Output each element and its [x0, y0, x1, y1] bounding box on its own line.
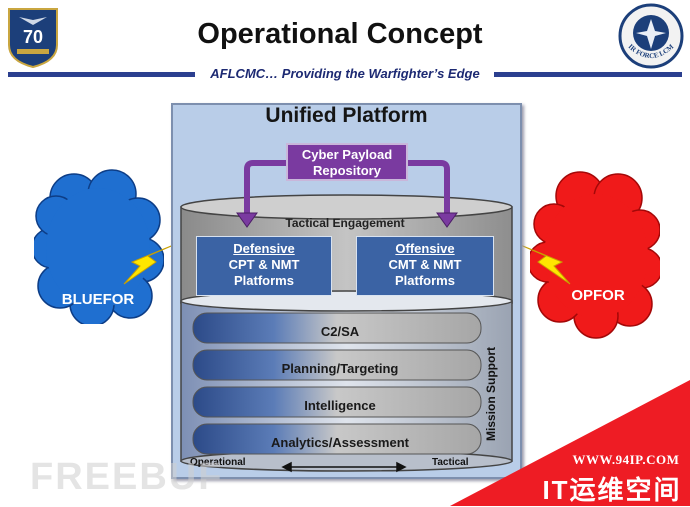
offensive-platforms-box: Offensive CMT & NMT Platforms	[356, 236, 494, 296]
opfor-label: OPFOR	[571, 287, 625, 304]
red-corner-banner	[450, 380, 690, 506]
tactical-engagement-label: Tactical Engagement	[285, 216, 405, 230]
offensive-line-2: CMT & NMT	[388, 257, 462, 272]
layer-analytics-assessment: Analytics/Assessment	[270, 435, 409, 450]
opfor-cloud	[530, 171, 660, 339]
watermark-url: WWW.94IP.COM	[572, 452, 680, 467]
cyber-payload-repository-box: Cyber Payload Repository	[286, 143, 408, 181]
arrow-head-defensive-icon	[236, 212, 258, 228]
lightning-bolt-right-icon	[517, 243, 571, 285]
page-subtitle: AFLCMC… Providing the Warfighter’s Edge	[210, 66, 480, 81]
unified-platform-title: Unified Platform	[265, 104, 428, 127]
lightning-bolt-left-icon	[123, 243, 177, 285]
page-title: Operational Concept	[197, 18, 483, 50]
header-rule-left	[8, 72, 195, 77]
freebuf-watermark: FREEBUF	[30, 456, 224, 498]
platform-diagram	[180, 160, 513, 473]
cyber-line-1: Cyber Payload	[301, 147, 393, 162]
defensive-line-2: CPT & NMT	[228, 257, 300, 272]
defensive-platforms-box: Defensive CPT & NMT Platforms	[196, 236, 332, 296]
watermark-site: IT运维空间	[542, 475, 682, 505]
mission-support-layers	[192, 312, 482, 455]
anniversary-logo-icon: 70	[8, 8, 58, 69]
defensive-heading: Defensive	[233, 241, 295, 256]
cyber-line-2: Repository	[313, 163, 381, 178]
air-force-lcmc-seal-icon: AIR FORCE LCMC	[618, 3, 684, 69]
logo-number: 70	[23, 27, 43, 47]
layer-planning-targeting: Planning/Targeting	[281, 361, 399, 376]
operational-label: Operational	[190, 457, 246, 468]
operational-tactical-arrow-icon	[281, 461, 407, 473]
defensive-line-3: Platforms	[234, 273, 294, 288]
offensive-heading: Offensive	[395, 241, 455, 256]
offensive-line-3: Platforms	[395, 273, 455, 288]
bluefor-cloud	[34, 169, 164, 324]
payload-arrows	[244, 160, 450, 215]
layer-c2-sa: C2/SA	[320, 324, 360, 339]
bluefor-label: BLUEFOR	[61, 291, 135, 308]
arrow-head-offensive-icon	[436, 212, 458, 228]
layer-intelligence: Intelligence	[304, 398, 376, 413]
tactical-label: Tactical	[432, 457, 469, 468]
header-rule-right	[494, 72, 682, 77]
